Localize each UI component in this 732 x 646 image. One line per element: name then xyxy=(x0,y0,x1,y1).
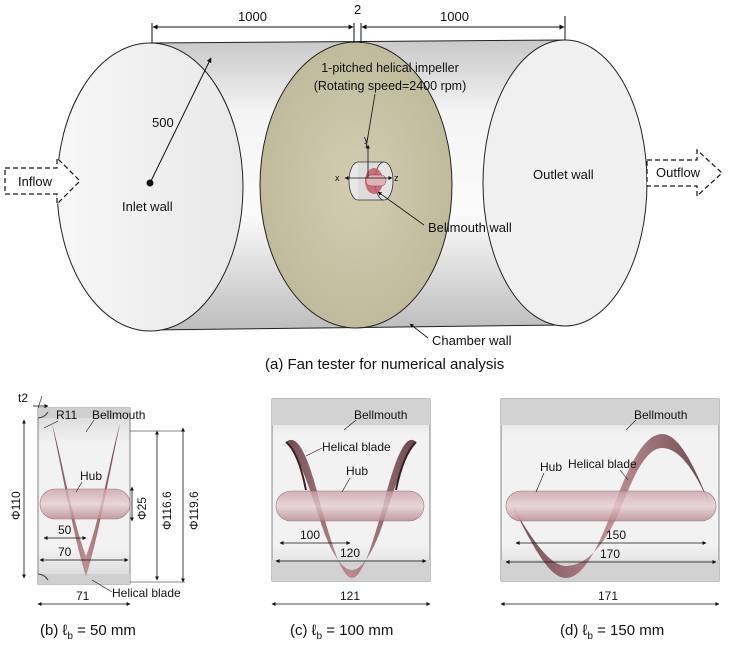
outlet-wall xyxy=(482,39,648,327)
caption-d-pre: (d) ℓ xyxy=(560,622,588,639)
axis-y-label: y xyxy=(364,134,369,144)
inlet-wall-label: Inlet wall xyxy=(122,199,173,214)
caption-d-post: = 150 mm xyxy=(592,622,665,639)
hub-shape xyxy=(39,488,131,520)
t2-label: t2 xyxy=(18,391,28,405)
dim-150-label: 150 xyxy=(606,528,626,542)
panel-b-impeller-50: t2 R11 Bellmouth Hub Φ110 Φ25 Φ116.6 Φ11… xyxy=(9,391,201,606)
axis-x-label: x xyxy=(335,173,340,183)
dim-170-label: 170 xyxy=(600,547,620,561)
helical-blade-shape-c xyxy=(286,439,416,578)
panel-a-fan-tester: 500 1000 2 1000 1-pitched helical impell… xyxy=(4,2,723,348)
caption-d: (d) ℓb = 150 mm xyxy=(560,622,664,642)
impeller-label-line2: (Rotating speed=2400 rpm) xyxy=(314,79,467,93)
bellmouth-label-d: Bellmouth xyxy=(634,408,687,422)
outflow-label: Outflow xyxy=(656,165,701,180)
hub-label-b: Hub xyxy=(80,469,102,483)
impeller-model xyxy=(348,161,394,201)
helical-blade-label-d: Helical blade xyxy=(568,457,637,471)
caption-b-post: = 50 mm xyxy=(72,622,136,639)
outflow-arrow xyxy=(646,148,723,198)
d25-label: Φ25 xyxy=(135,497,149,520)
dim-70-label: 70 xyxy=(58,545,72,559)
caption-d-sub: b xyxy=(587,631,593,642)
hub-label-c: Hub xyxy=(346,464,368,478)
caption-b-sub: b xyxy=(67,631,73,642)
caption-c-post: = 100 mm xyxy=(322,622,394,639)
inlet-wall xyxy=(56,42,244,332)
dim-71-label: 71 xyxy=(76,589,90,603)
caption-b-pre: (b) ℓ xyxy=(40,622,68,639)
helical-blade-label-c: Helical blade xyxy=(322,440,391,454)
d110-label: Φ110 xyxy=(9,491,23,520)
hub-label-d: Hub xyxy=(540,460,562,474)
bellmouth-label-b: Bellmouth xyxy=(92,408,145,422)
dim-gap-label: 2 xyxy=(354,2,361,17)
dim-121-label: 121 xyxy=(340,589,360,603)
caption-c-sub: b xyxy=(316,631,323,642)
dim-120-label: 120 xyxy=(340,546,360,560)
dim-100-label: 100 xyxy=(300,528,320,542)
r11-label: R11 xyxy=(56,408,77,422)
dim-right-label: 1000 xyxy=(440,9,469,24)
hub-shape-d xyxy=(505,490,717,522)
d1166-label: Φ116.6 xyxy=(160,491,174,530)
caption-b: (b) ℓb = 50 mm xyxy=(40,622,136,642)
caption-c: (c) ℓb = 100 mm xyxy=(290,622,393,642)
dim-50-label: 50 xyxy=(58,523,72,537)
impeller-label-line1: 1-pitched helical impeller xyxy=(321,61,459,75)
inflow-arrow xyxy=(4,156,81,206)
axis-z-label: z xyxy=(394,173,399,183)
chamber-wall-label: Chamber wall xyxy=(432,333,512,348)
helical-blade-label-b: Helical blade xyxy=(112,586,181,600)
radius-label: 500 xyxy=(152,115,174,130)
panel-d-impeller-150: Bellmouth Helical blade Hub 150 170 171 xyxy=(500,398,720,606)
bellmouth-wall-label: Bellmouth wall xyxy=(428,220,512,235)
caption-c-pre: (c) ℓ xyxy=(290,622,317,639)
radius-line xyxy=(149,57,212,184)
bellmouth-label-c: Bellmouth xyxy=(354,408,407,422)
d1196-label: Φ119.6 xyxy=(187,491,201,530)
caption-a: (a) Fan tester for numerical analysis xyxy=(265,356,505,373)
panel-c-impeller-100: Bellmouth Helical blade Hub 100 120 121 xyxy=(271,398,431,606)
dim-171-label: 171 xyxy=(598,589,618,603)
hub-shape-c xyxy=(275,490,425,522)
dim-left-label: 1000 xyxy=(238,9,267,24)
outlet-wall-label: Outlet wall xyxy=(533,167,594,182)
inflow-label: Inflow xyxy=(18,174,53,189)
